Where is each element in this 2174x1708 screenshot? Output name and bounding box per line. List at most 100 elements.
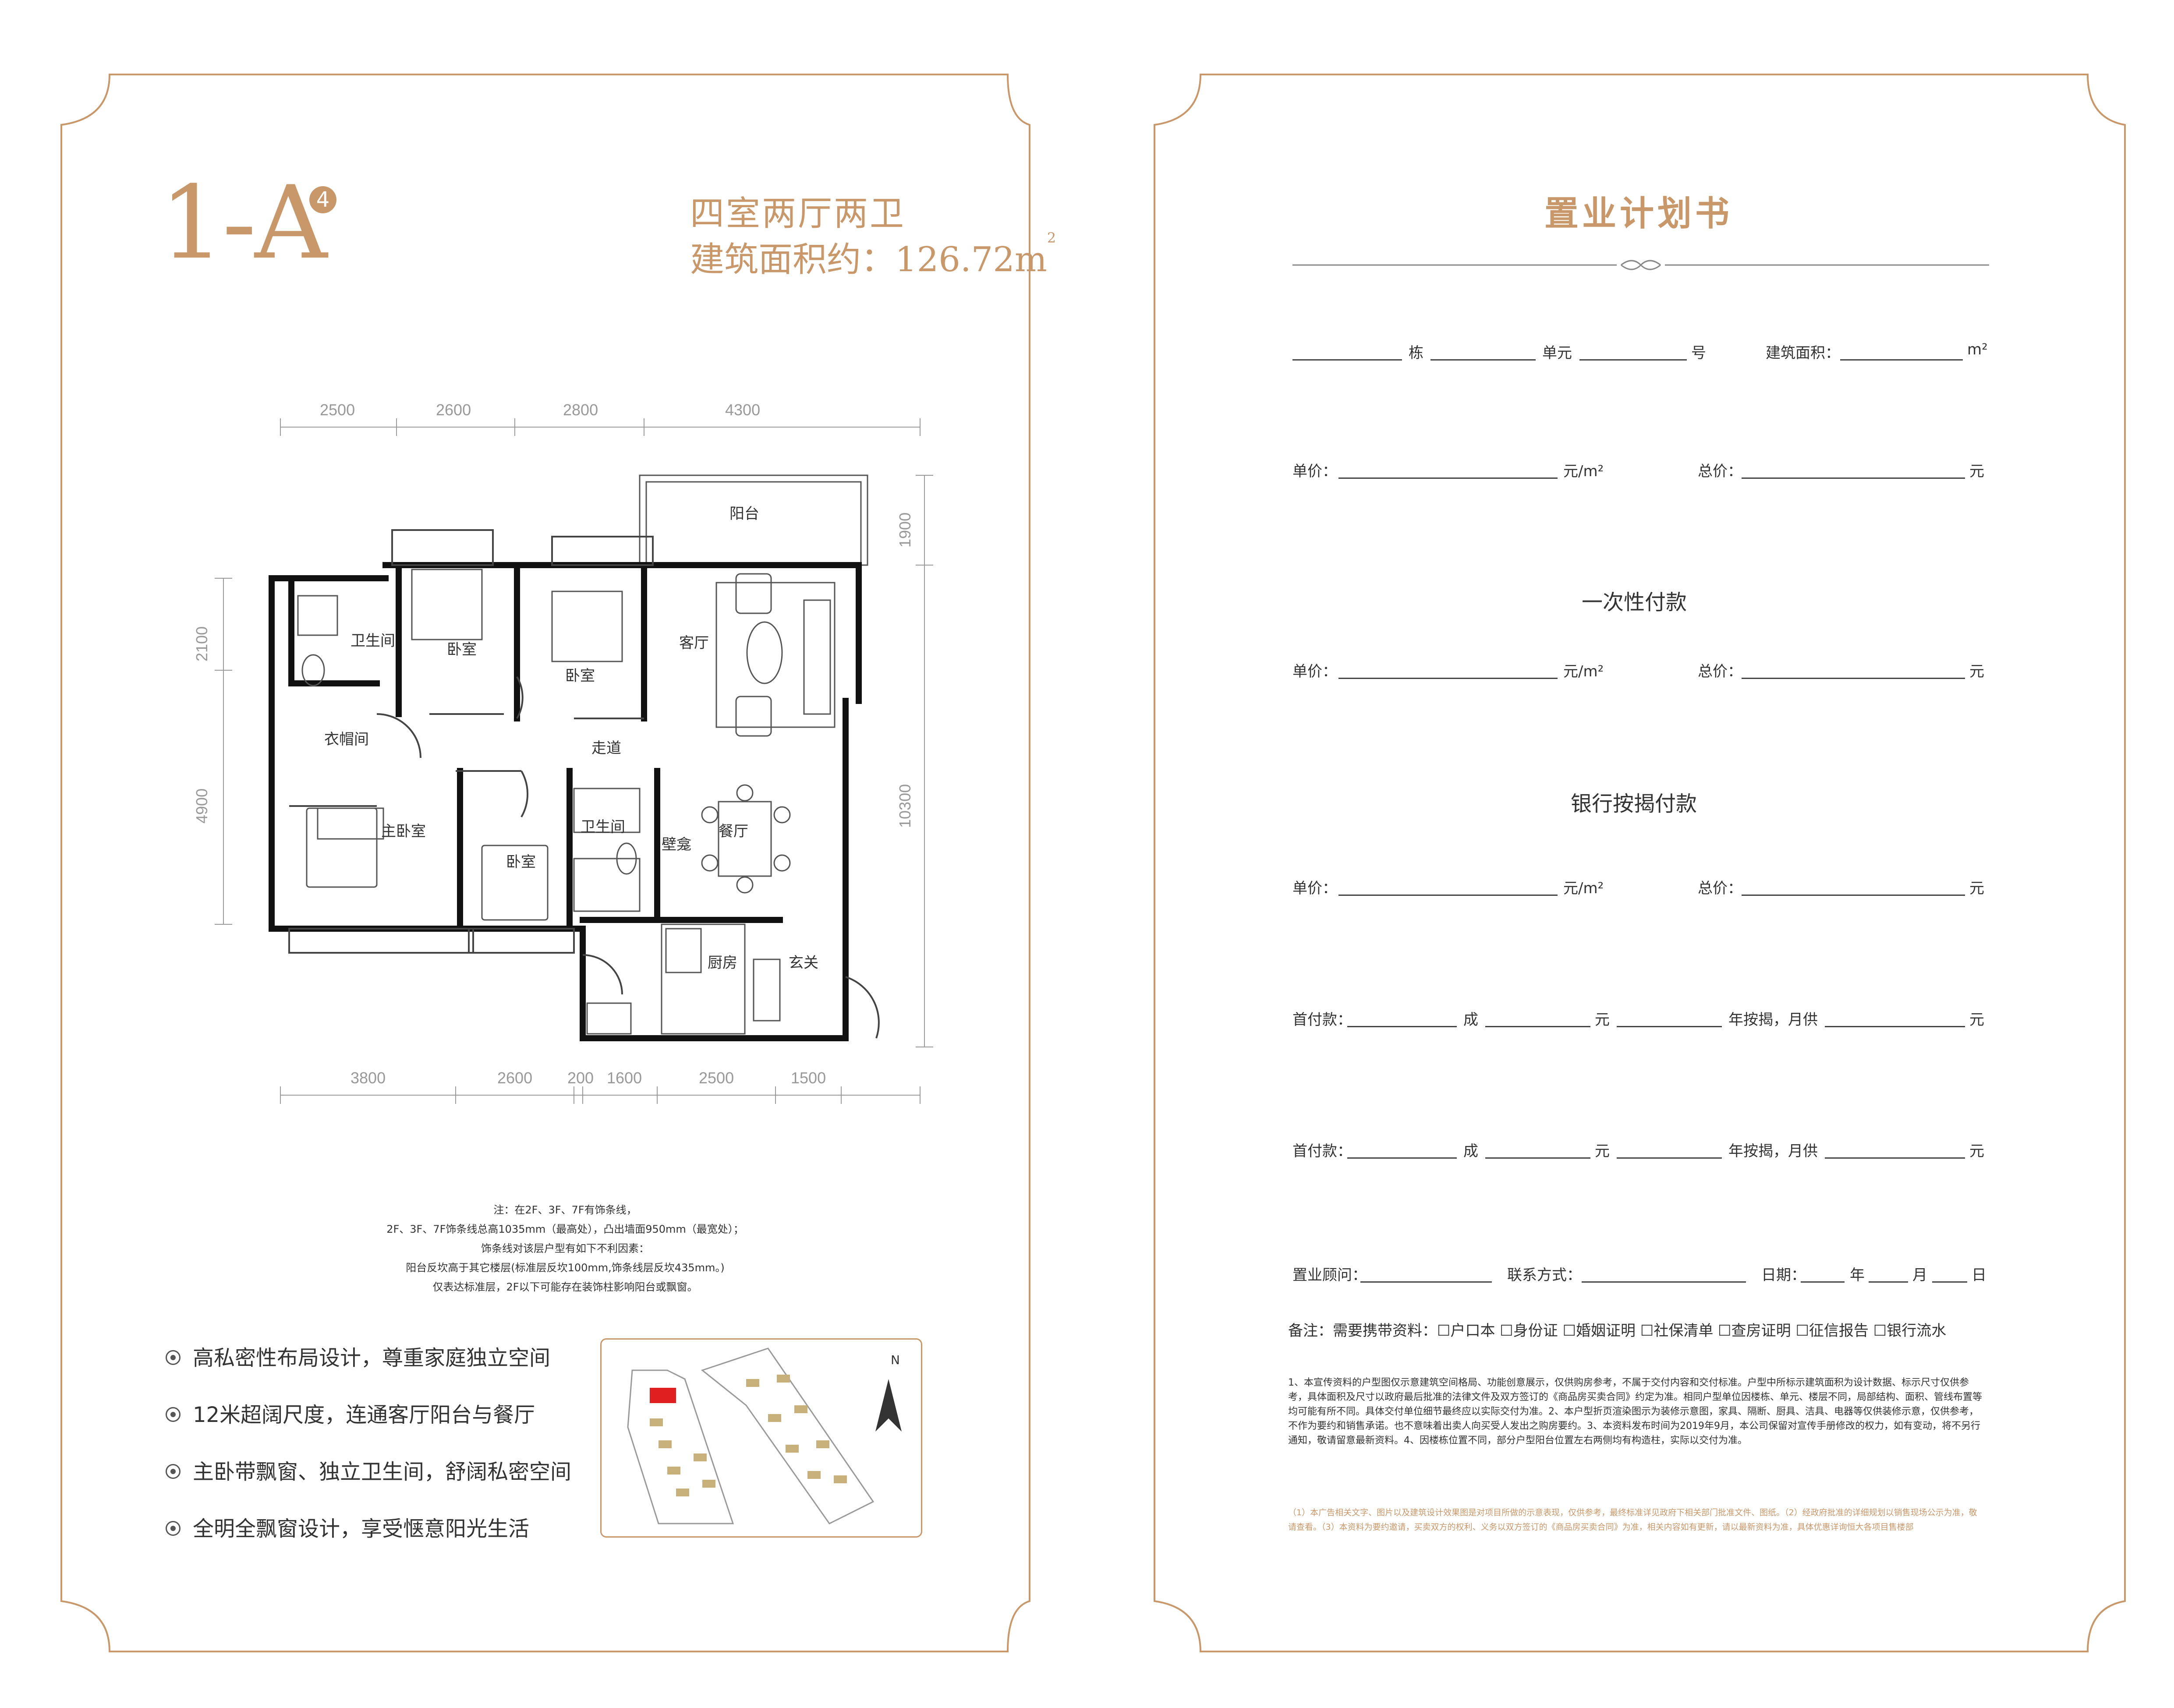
building-area-text: 建筑面积约：126.72m (690, 240, 1047, 279)
dim-bottom-3: 200 (567, 1069, 594, 1087)
required-documents: 备注：需要携带资料：☐户口本 ☐身份证 ☐婚姻证明 ☐社保清单 ☐查房证明 ☐征… (1288, 1322, 1947, 1340)
floor-plan-notes: 注：在2F、3F、7F有饰条线， 2F、3F、7F饰条线总高1035mm（最高处… (280, 1200, 850, 1297)
area-unit-superscript: 2 (1047, 230, 1056, 246)
total-price-input-line[interactable] (1742, 477, 1965, 479)
unit-price-unit: 元/m² (1563, 663, 1604, 680)
date-day-line[interactable] (1932, 1281, 1967, 1283)
mortgage-label: 年按揭，月供 (1728, 1011, 1818, 1029)
down-payment-amount-line[interactable] (1485, 1157, 1590, 1159)
room-niche: 壁龛 (662, 836, 691, 853)
down-payment-amount-line[interactable] (1485, 1026, 1590, 1027)
monthly-payment-unit: 元 (1969, 1011, 1984, 1029)
north-label: N (891, 1353, 900, 1367)
date-year: 年 (1850, 1266, 1865, 1284)
area-label: 建筑面积： (1766, 344, 1840, 362)
mortgage-years-line[interactable] (1617, 1157, 1722, 1159)
contact-label: 联系方式： (1507, 1266, 1582, 1284)
room-balcony: 阳台 (729, 505, 759, 523)
feature-item: 全明全飘窗设计，享受惬意阳光生活 (166, 1511, 529, 1542)
dim-right-1: 1900 (896, 512, 914, 548)
date-month: 月 (1912, 1266, 1927, 1284)
room-closet: 衣帽间 (324, 731, 369, 748)
dim-bottom-4: 1600 (607, 1069, 642, 1087)
note-line: 注：在2F、3F、7F有饰条线， (493, 1204, 637, 1216)
fineprint-text: （1）本广告相关文字、图片以及建筑设计效果图是对项目所做的示意表现，仅供参考，最… (1288, 1508, 1977, 1532)
room-bedroom-2: 卧室 (565, 667, 595, 685)
dim-bottom-6: 1500 (791, 1069, 826, 1087)
dim-bottom-5: 2500 (699, 1069, 734, 1087)
note-line: 饰条线对该层户型有如下不利因素： (481, 1242, 649, 1255)
interior-walls (288, 529, 880, 1039)
bullet-icon (166, 1350, 181, 1365)
total-price-label: 总价： (1698, 663, 1742, 680)
bullet-icon (166, 1521, 181, 1536)
total-price-input-line[interactable] (1742, 895, 1965, 896)
room-bathroom-1: 卫生间 (351, 632, 395, 650)
date-label: 日期： (1761, 1266, 1806, 1284)
dim-top-3: 2800 (563, 401, 598, 419)
monthly-payment-unit: 元 (1969, 1142, 1984, 1160)
unit-price-unit: 元/m² (1563, 880, 1604, 897)
unit-label: 单元 (1542, 344, 1572, 362)
feature-item: 主卧带飘窗、独立卫生间，舒阔私密空间 (166, 1454, 571, 1485)
total-price-label: 总价： (1698, 463, 1742, 480)
monthly-payment-line[interactable] (1825, 1157, 1965, 1159)
dim-left-1: 2100 (193, 626, 211, 661)
down-payment-yuan: 元 (1595, 1011, 1610, 1029)
down-payment-percent-line[interactable] (1347, 1157, 1457, 1159)
contact-input-line[interactable] (1582, 1281, 1746, 1283)
left-page-frame (60, 74, 1030, 1652)
room-dining: 餐厅 (719, 823, 748, 840)
building-label: 栋 (1409, 344, 1423, 362)
section-bank-loan: 银行按揭付款 (1571, 792, 1697, 816)
building-area: 建筑面积约：126.72m2 (690, 230, 1056, 281)
dim-left-2: 4900 (193, 788, 211, 824)
feature-text: 12米超阔尺度，连通客厅阳台与餐厅 (193, 1403, 535, 1427)
disclaimer-text: 1、本宣传资料的户型图仅示意建筑空间格局、功能创意展示，仅供购房参考，不属于交付… (1288, 1377, 1983, 1446)
feature-item: 12米超阔尺度，连通客厅阳台与餐厅 (166, 1397, 535, 1428)
dim-bottom-1: 3800 (351, 1069, 386, 1087)
unit-input-line[interactable] (1430, 359, 1536, 361)
building-input-line[interactable] (1292, 359, 1402, 361)
feature-item: 高私密性布局设计，尊重家庭独立空间 (166, 1340, 550, 1371)
down-payment-cheng: 成 (1463, 1142, 1478, 1160)
room-living: 客厅 (679, 634, 709, 652)
number-label: 号 (1691, 344, 1706, 362)
right-page-frame (1154, 74, 2126, 1652)
date-year-line[interactable] (1801, 1281, 1845, 1283)
area-input-line[interactable] (1840, 359, 1963, 361)
note-line: 仅表达标准层，2F以下可能存在装饰柱影响阳台或飘窗。 (432, 1281, 698, 1293)
bullet-icon (166, 1464, 181, 1479)
unit-price-input-line[interactable] (1338, 678, 1558, 679)
unit-price-unit: 元/m² (1563, 463, 1604, 480)
room-bedroom-3: 卧室 (506, 853, 536, 871)
section-one-time-payment: 一次性付款 (1582, 590, 1687, 615)
unit-price-input-line[interactable] (1338, 477, 1558, 479)
total-price-unit: 元 (1969, 880, 1984, 897)
dim-top-4: 4300 (725, 401, 761, 419)
mortgage-years-line[interactable] (1617, 1026, 1722, 1027)
north-arrow-icon (875, 1379, 902, 1432)
furniture (297, 569, 836, 1035)
date-month-line[interactable] (1869, 1281, 1908, 1283)
dim-top-2: 2600 (436, 401, 471, 419)
down-payment-yuan: 元 (1595, 1142, 1610, 1160)
consultant-input-line[interactable] (1360, 1281, 1492, 1283)
feature-text: 高私密性布局设计，尊重家庭独立空间 (193, 1346, 551, 1370)
total-price-unit: 元 (1969, 663, 1984, 680)
mortgage-label: 年按揭，月供 (1728, 1142, 1818, 1160)
site-map-highlight (650, 1388, 676, 1403)
unit-price-input-line[interactable] (1338, 895, 1558, 896)
down-payment-label: 首付款： (1292, 1142, 1352, 1160)
unit-price-label: 单价： (1292, 880, 1337, 897)
room-foyer: 玄关 (789, 954, 818, 972)
down-payment-percent-line[interactable] (1347, 1026, 1457, 1027)
room-corridor: 走道 (591, 739, 621, 757)
monthly-payment-line[interactable] (1825, 1026, 1965, 1027)
total-price-label: 总价： (1698, 880, 1742, 897)
number-input-line[interactable] (1579, 359, 1687, 361)
dim-top-1: 2500 (320, 401, 355, 419)
dim-bottom-2: 2600 (497, 1069, 533, 1087)
total-price-input-line[interactable] (1742, 678, 1965, 679)
